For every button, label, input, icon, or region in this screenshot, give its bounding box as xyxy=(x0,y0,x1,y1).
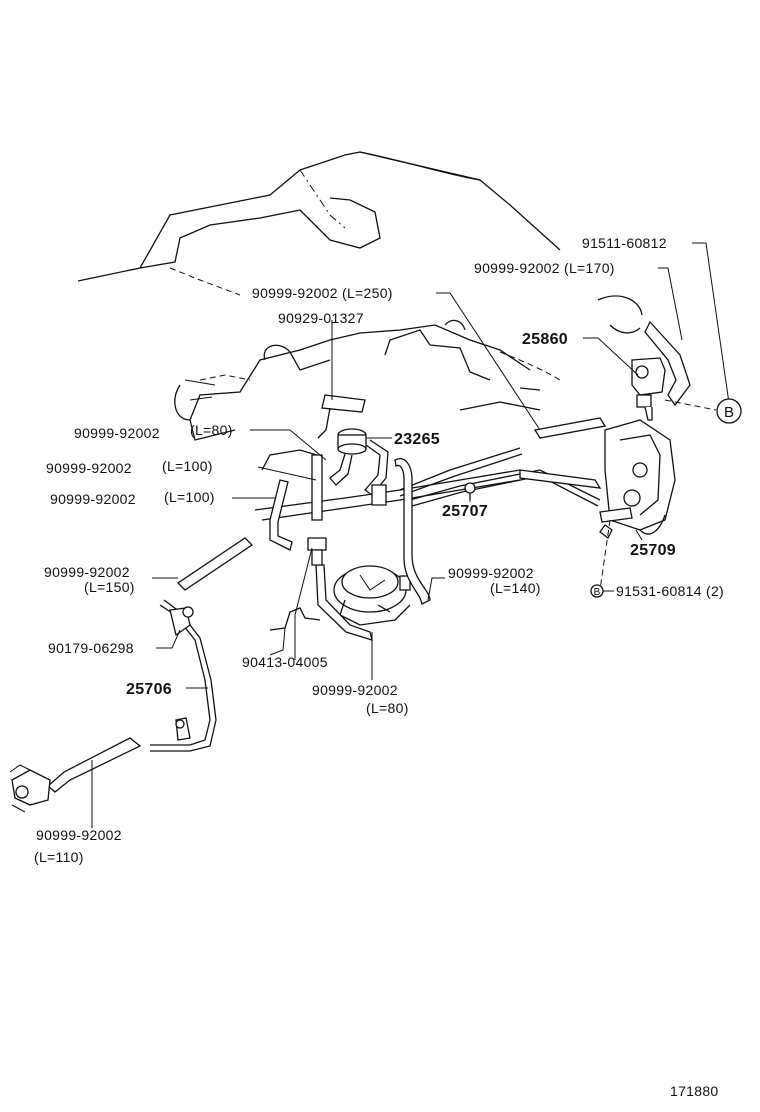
callout-hose-l110: 90999-92002 xyxy=(36,827,122,843)
canister-bracket-25709 xyxy=(599,419,676,591)
reference-marker-b-small: B xyxy=(590,584,604,598)
callout-90929-01327: 90929-01327 xyxy=(278,310,364,326)
vacuum-pipes-25707 xyxy=(399,417,607,507)
callout-91531-60814: 91531-60814 (2) xyxy=(616,583,724,599)
filter-23265 xyxy=(329,428,389,496)
callout-hose-l110-length: (L=110) xyxy=(34,849,84,865)
callout-hose-l140: 90999-92002 xyxy=(448,565,534,581)
vacuum-actuator xyxy=(333,565,411,626)
reference-marker-b-large: B xyxy=(716,398,742,424)
vsv-assembly-25860 xyxy=(597,295,691,421)
callout-hose-l80-lower: 90999-92002 xyxy=(312,682,398,698)
callout-25709: 25709 xyxy=(630,542,676,559)
callout-hose-upper-length: (L=80) xyxy=(190,422,233,438)
callout-90413-04005: 90413-04005 xyxy=(242,654,328,670)
svg-text:B: B xyxy=(724,404,734,421)
callout-labels: 91511-60812 90999-92002 (L=170) 90999-92… xyxy=(34,235,724,865)
callout-hose-l100-a-length: (L=100) xyxy=(162,458,213,474)
callout-hose-l100-b: 90999-92002 xyxy=(50,491,136,507)
callout-hose-l80-lower-length: (L=80) xyxy=(366,700,409,716)
callout-hose-upper: 90999-92002 xyxy=(74,425,160,441)
callout-hose-l150: 90999-92002 xyxy=(44,564,130,580)
pipe-25706 xyxy=(150,599,217,752)
callout-25860: 25860 xyxy=(522,331,568,348)
leader-lines xyxy=(91,242,731,828)
hose-L110 xyxy=(9,737,142,813)
callout-25707: 25707 xyxy=(442,503,488,520)
figure-number: 171880 xyxy=(670,1083,719,1099)
callout-25706: 25706 xyxy=(126,681,172,698)
hoses xyxy=(176,454,431,641)
callout-91511-60812: 91511-60812 xyxy=(582,235,667,251)
callout-hose-l140-length: (L=140) xyxy=(490,580,541,596)
callout-hose-l250: 90999-92002 (L=250) xyxy=(252,285,393,301)
callout-23265: 23265 xyxy=(394,431,440,448)
clamp-90929 xyxy=(317,394,366,439)
callout-hose-l100-a: 90999-92002 xyxy=(46,460,132,476)
callout-hose-l170: 90999-92002 (L=170) xyxy=(474,260,615,276)
callout-90179-06298: 90179-06298 xyxy=(48,640,134,656)
callout-hose-l150-length: (L=150) xyxy=(84,579,135,595)
svg-text:B: B xyxy=(594,587,601,598)
callout-hose-l100-b-length: (L=100) xyxy=(164,489,215,505)
